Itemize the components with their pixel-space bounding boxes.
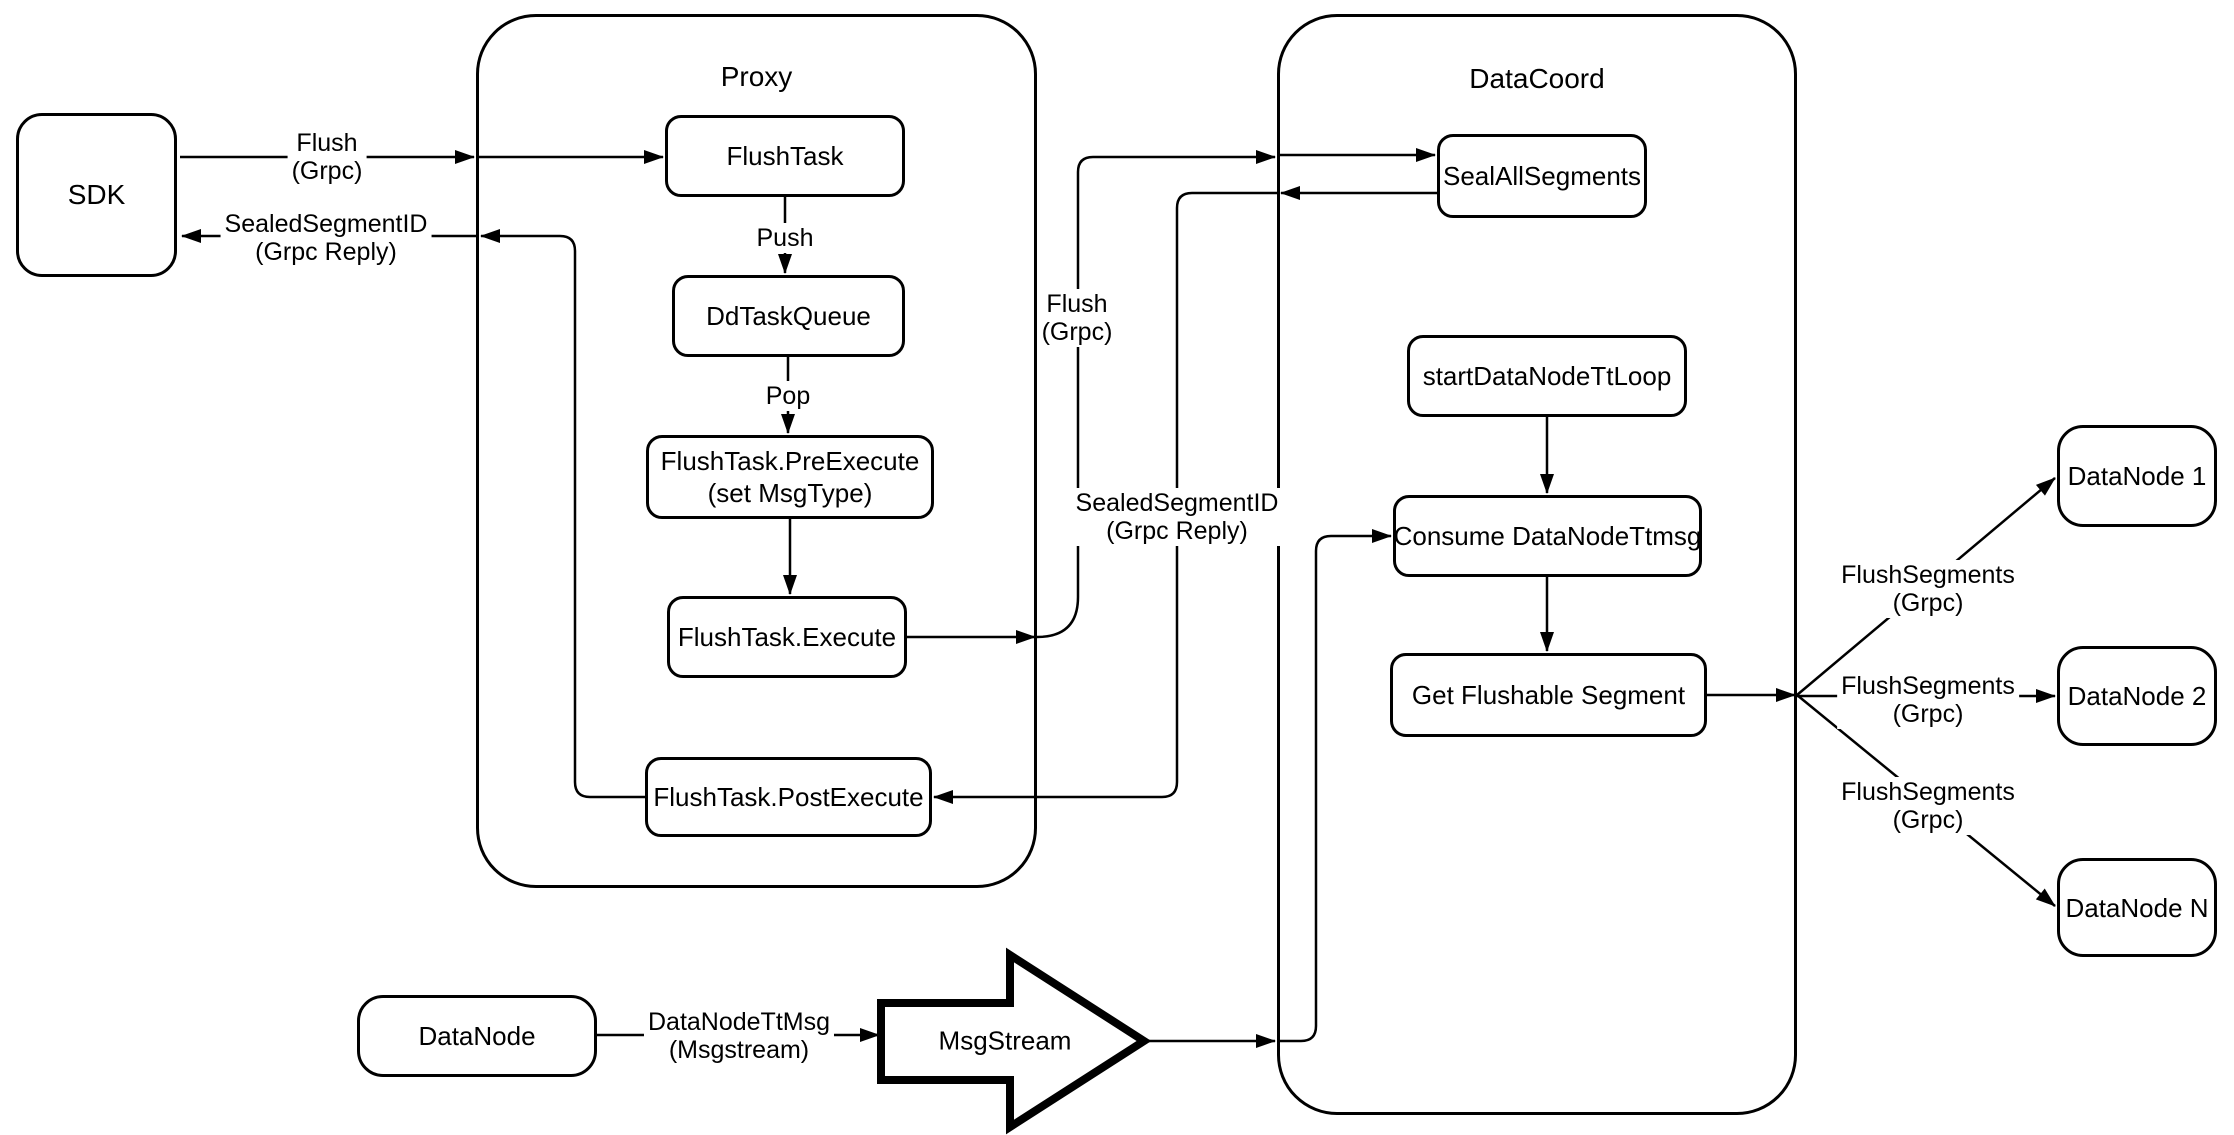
- edge-flush-to-datacoord: [1036, 150, 1276, 639]
- label-flush-grpc-datacoord: Flush (Grpc): [1037, 289, 1117, 347]
- datanode1-node: DataNode 1: [2057, 425, 2217, 527]
- proxy-title: Proxy: [720, 61, 793, 92]
- label-pop: Pop: [761, 381, 815, 411]
- datanode2-node: DataNode 2: [2057, 646, 2217, 746]
- datacoord-container: DataCoord: [1277, 14, 1797, 1115]
- label-sealedsegmentid-datacoord: SealedSegmentID (Grpc Reply): [1071, 488, 1283, 546]
- flushtask-postexecute-node: FlushTask.PostExecute: [645, 757, 932, 837]
- sealallsegments-node: SealAllSegments: [1437, 134, 1647, 218]
- label-datanodettmsg: DataNodeTtMsg (Msgstream): [643, 1007, 835, 1065]
- ddtaskqueue-node: DdTaskQueue: [672, 275, 905, 357]
- proxy-container: Proxy: [476, 14, 1037, 888]
- datanode-bottom-node: DataNode: [357, 995, 597, 1077]
- label-sealedsegmentid-sdk: SealedSegmentID (Grpc Reply): [220, 209, 432, 267]
- flushtask-node: FlushTask: [665, 115, 905, 197]
- label-flushsegments-2: FlushSegments (Grpc): [1837, 671, 2019, 729]
- msgstream-label: MsgStream: [938, 1025, 1072, 1056]
- flushtask-preexecute-node: FlushTask.PreExecute (set MsgType): [646, 435, 934, 519]
- edge-postexecute-return: [480, 229, 645, 799]
- datanoden-node: DataNode N: [2057, 858, 2217, 957]
- label-push: Push: [752, 223, 818, 253]
- label-flush-grpc-sdk: Flush (Grpc): [287, 128, 367, 186]
- label-flushsegments-3: FlushSegments (Grpc): [1837, 777, 2019, 835]
- flushtask-execute-node: FlushTask.Execute: [667, 596, 907, 678]
- preexecute-line1: FlushTask.PreExecute: [660, 446, 920, 476]
- sdk-node: SDK: [16, 113, 177, 277]
- preexecute-line2: (set MsgType): [707, 478, 873, 508]
- startdatanodettloop-node: startDataNodeTtLoop: [1407, 335, 1687, 417]
- msgstream-arrow-shape: [877, 947, 1152, 1135]
- edge-to-consume: [1279, 529, 1392, 1043]
- datacoord-title: DataCoord: [1469, 63, 1605, 94]
- get-flushable-segment-node: Get Flushable Segment: [1390, 653, 1707, 737]
- consume-datanodettmsg-node: Consume DataNodeTtmsg: [1393, 495, 1702, 577]
- label-flushsegments-1: FlushSegments (Grpc): [1837, 560, 2019, 618]
